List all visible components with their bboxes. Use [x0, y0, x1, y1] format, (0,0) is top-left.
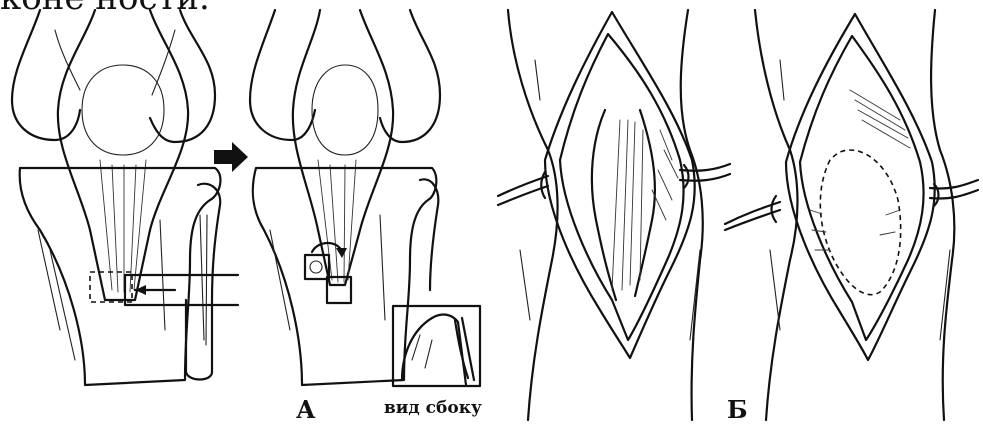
knee-drawing-after: [250, 10, 480, 386]
incision-drawing-sutured: [725, 10, 978, 420]
transition-arrow-icon: [214, 142, 248, 172]
knee-drawing-before: [12, 10, 238, 385]
incision-drawing-open: [498, 10, 730, 420]
inset-caption: вид сбоку: [384, 398, 482, 418]
cropped-top-text: коне ности.: [0, 0, 210, 18]
panel-label-a: А: [296, 395, 316, 424]
panel-label-b: Б: [727, 395, 748, 424]
